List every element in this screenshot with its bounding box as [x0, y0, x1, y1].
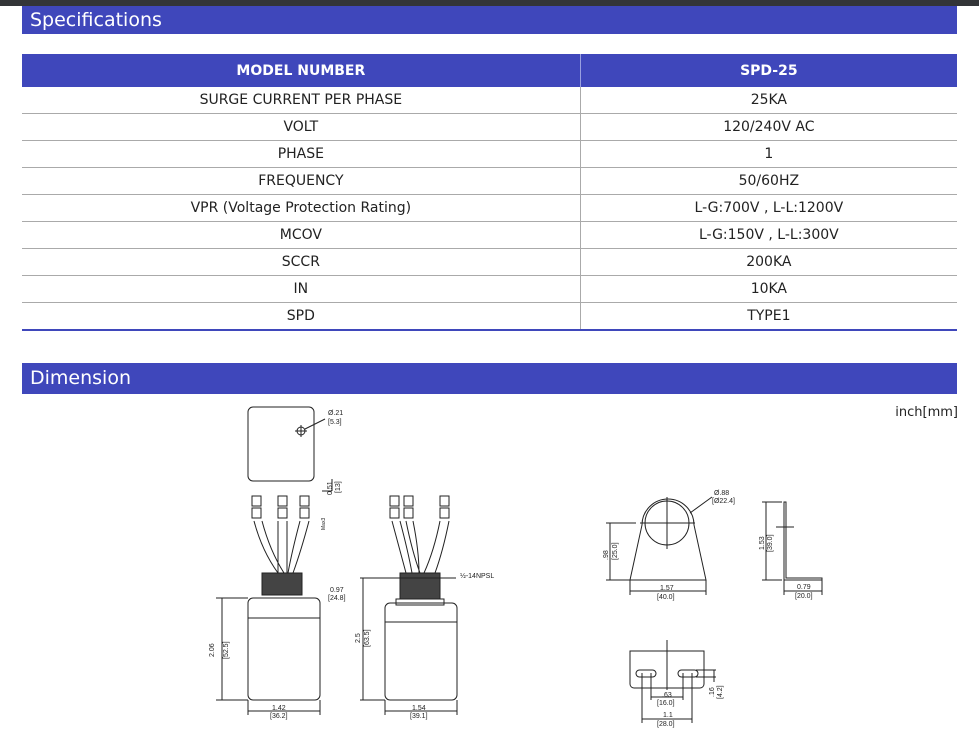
- header-model: MODEL NUMBER: [22, 54, 581, 87]
- spec-label: SURGE CURRENT PER PHASE: [22, 87, 581, 114]
- spec-label: SPD: [22, 302, 581, 331]
- spec-label: SCCR: [22, 248, 581, 276]
- lbl: Ø.88: [714, 490, 729, 497]
- lbl: [Ø22.4]: [712, 498, 735, 505]
- unit-label: inch[mm]: [895, 405, 958, 420]
- spec-label: PHASE: [22, 140, 581, 168]
- lbl: [28.0]: [657, 721, 675, 728]
- spec-value: 25KA: [579, 87, 957, 114]
- lbl: [13]: [335, 481, 342, 493]
- lbl: [40.0]: [657, 594, 675, 601]
- dimension-heading: Dimension: [22, 363, 957, 394]
- spec-value: 200KA: [579, 248, 957, 276]
- bracket-side: 0.79 [20.0] 1.53 [39.0]: [759, 501, 823, 600]
- spec-label: VPR (Voltage Protection Rating): [22, 194, 581, 222]
- lbl: 1.53: [759, 536, 766, 550]
- lbl: [52.5]: [223, 641, 230, 659]
- spec-value: L-G:700V , L-L:1200V: [579, 194, 957, 222]
- lbl: 1.42: [272, 705, 286, 712]
- lbl: Max3: [321, 518, 327, 530]
- spec-value: L-G:150V , L-L:300V: [579, 221, 957, 249]
- lbl: .63: [662, 692, 672, 699]
- spec-value: TYPE1: [579, 302, 957, 331]
- spec-value: 10KA: [579, 275, 957, 303]
- lbl: 2.5: [355, 633, 362, 643]
- spec-value: 1: [579, 140, 957, 168]
- bracket-front: Ø.88 [Ø22.4] 1.57 [40.0] .98 [25.0]: [603, 490, 735, 601]
- bracket-bottom: .63 [16.0] 1.1 [28.0] .16 [4.2]: [629, 640, 724, 728]
- lbl: Ø.21: [328, 410, 343, 417]
- lbl: 1.54: [412, 705, 426, 712]
- side-view: ½-14NPSL 1.54 [39.1] 2.5 [63.5]: [355, 495, 494, 720]
- spec-label: MCOV: [22, 221, 581, 249]
- lbl: .98: [603, 550, 610, 560]
- lbl: 0.79: [797, 584, 811, 591]
- spec-label: VOLT: [22, 113, 581, 141]
- lbl: [25.0]: [612, 542, 619, 560]
- spec-label: FREQUENCY: [22, 167, 581, 195]
- lbl: [4.2]: [717, 685, 724, 699]
- front-view: 1.42 [36.2] 0.97 [24.8] 2.06 [52.5] 0.51…: [209, 479, 346, 720]
- lbl: 1.1: [663, 712, 673, 719]
- lbl: [20.0]: [795, 593, 813, 600]
- table-row: VPR (Voltage Protection Rating)L-G:700V …: [22, 194, 957, 222]
- top-bar: [0, 0, 979, 6]
- header-value: SPD-25: [579, 54, 957, 87]
- lbl: [5.3]: [328, 419, 342, 426]
- lbl: [16.0]: [657, 700, 675, 707]
- lbl: [39.1]: [410, 713, 428, 720]
- specifications-heading: Specifications: [22, 6, 957, 34]
- lbl: 0.97: [330, 587, 344, 594]
- lbl: 0.51: [327, 481, 334, 495]
- lbl: 1.57: [660, 585, 674, 592]
- dimension-drawing: Ø.21 [5.3] 1.42 [36.2] 0.97 [24.8] 2.06 …: [209, 406, 823, 728]
- lbl: [63.5]: [364, 629, 371, 647]
- spec-label: IN: [22, 275, 581, 303]
- lbl: [39.0]: [767, 534, 774, 552]
- lbl: ½-14NPSL: [460, 572, 494, 580]
- lbl: 2.06: [209, 643, 216, 657]
- lbl: [24.8]: [328, 595, 346, 602]
- lbl: .16: [709, 687, 716, 697]
- lbl: [36.2]: [270, 713, 288, 720]
- top-view: Ø.21 [5.3]: [247, 406, 343, 482]
- spec-value: 120/240V AC: [579, 113, 957, 141]
- spec-value: 50/60HZ: [579, 167, 957, 195]
